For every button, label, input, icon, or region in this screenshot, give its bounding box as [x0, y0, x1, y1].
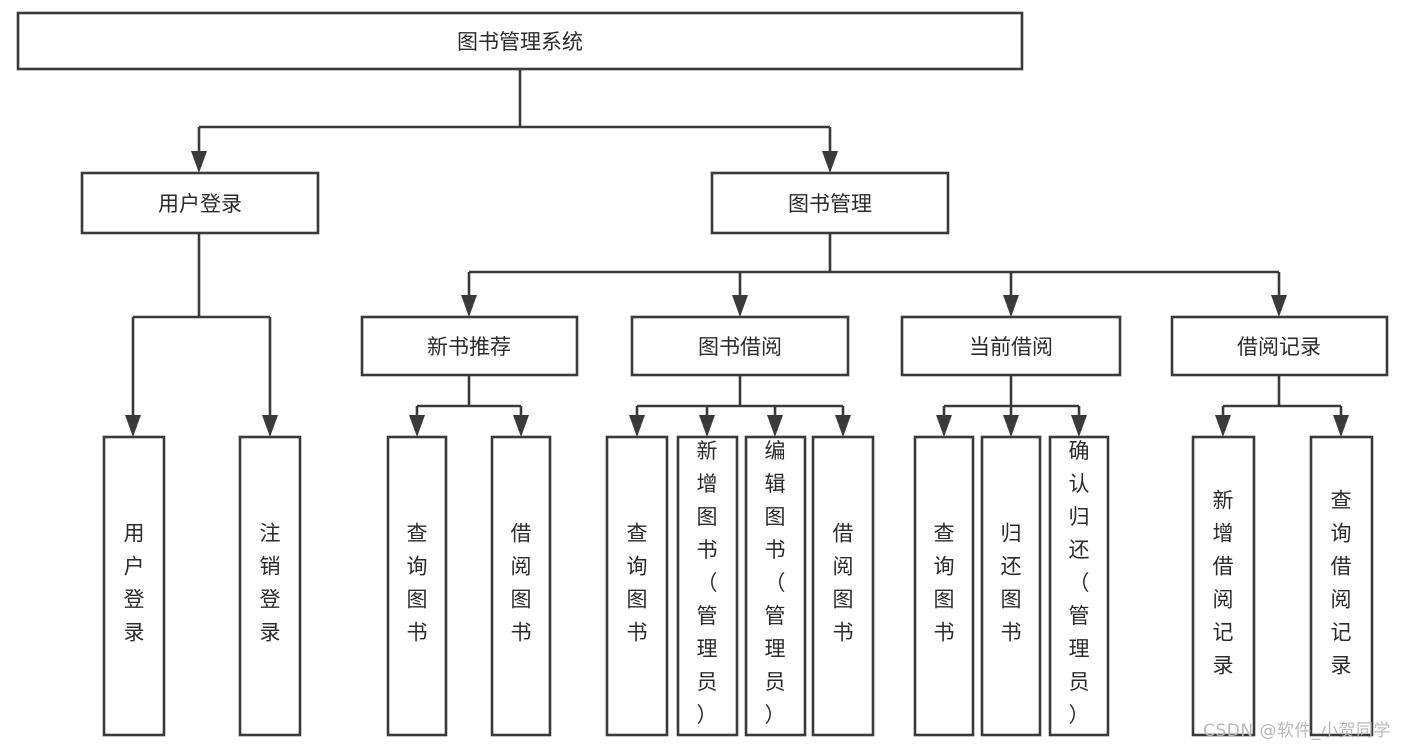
node-new-book-recommend-label: 新书推荐 — [427, 335, 511, 359]
connector-group-current-borrow — [936, 375, 1087, 437]
leaf-node-newbook-query-label: 查询图书 — [407, 522, 428, 645]
arrow-head-leaf-book-borrow-3 — [767, 415, 783, 437]
leaf-node-borrow-add[interactable]: 新增图书（管理员） — [676, 435, 739, 737]
leaf-node-user-logout-box[interactable] — [238, 435, 302, 737]
connector-group-book-borrow — [629, 375, 851, 437]
arrow-head-current-borrow — [1003, 295, 1019, 317]
node-root[interactable]: 图书管理系统 — [16, 11, 1024, 71]
node-book-management-box[interactable] — [710, 171, 950, 235]
arrow-head-borrow-record — [1271, 295, 1287, 317]
node-book-borrow[interactable]: 图书借阅 — [630, 315, 850, 377]
node-root-box[interactable] — [16, 11, 1024, 71]
node-book-borrow-label: 图书借阅 — [698, 335, 782, 359]
connector-group-root — [191, 69, 838, 173]
node-current-borrow-box[interactable] — [900, 315, 1122, 377]
leaf-node-borrow-edit-label: 编辑图书（管理员） — [765, 439, 786, 727]
leaf-node-borrow-add-label: 新增图书（管理员） — [697, 439, 718, 727]
leaf-node-current-return-box[interactable] — [980, 435, 1042, 737]
leaf-node-newbook-query[interactable]: 查询图书 — [386, 435, 448, 737]
leaf-node-current-confirm-label: 确认归还（管理员） — [1069, 439, 1090, 727]
arrow-head-user-login — [191, 151, 207, 173]
arrow-head-leaf-user-login-1 — [125, 415, 141, 437]
leaf-node-user-logout-label: 注销登录 — [260, 522, 281, 645]
leaf-node-borrow-query-box[interactable] — [605, 435, 669, 737]
arrow-head-leaf-book-borrow-2 — [699, 415, 715, 437]
arrow-head-leaf-book-borrow-4 — [835, 415, 851, 437]
leaf-node-current-query[interactable]: 查询图书 — [913, 435, 975, 737]
leaf-node-record-add-label: 新增借阅记录 — [1213, 489, 1234, 678]
leaf-node-current-return[interactable]: 归还图书 — [980, 435, 1042, 737]
node-borrow-record-box[interactable] — [1170, 315, 1389, 377]
leaf-node-record-add-box[interactable] — [1191, 435, 1256, 737]
leaf-node-current-confirm-box[interactable] — [1048, 435, 1110, 737]
node-user-login[interactable]: 用户登录 — [80, 171, 320, 235]
arrow-head-leaf-new-book-1 — [409, 415, 425, 437]
leaf-node-record-query-label: 查询借阅记录 — [1331, 489, 1352, 678]
node-root-label: 图书管理系统 — [457, 30, 583, 54]
arrow-head-leaf-current-1 — [936, 415, 952, 437]
node-book-borrow-box[interactable] — [630, 315, 850, 377]
connector-group-borrow-record — [1215, 375, 1349, 437]
arrow-head-leaf-user-login-2 — [262, 415, 278, 437]
arrow-head-leaf-new-book-2 — [513, 415, 529, 437]
leaf-node-record-query-box[interactable] — [1309, 435, 1374, 737]
node-borrow-record-label: 借阅记录 — [1237, 335, 1321, 359]
leaf-node-user-login-login-label: 用户登录 — [124, 522, 145, 645]
arrow-head-leaf-record-2 — [1333, 415, 1349, 437]
leaf-node-current-return-label: 归还图书 — [1001, 522, 1022, 645]
leaf-node-current-confirm[interactable]: 确认归还（管理员） — [1048, 435, 1110, 737]
arrow-head-new-book — [461, 295, 477, 317]
leaf-node-borrow-lend[interactable]: 借阅图书 — [811, 435, 875, 737]
leaf-node-current-query-box[interactable] — [913, 435, 975, 737]
node-new-book-recommend[interactable]: 新书推荐 — [360, 315, 579, 377]
leaf-node-newbook-borrow-box[interactable] — [490, 435, 552, 737]
connector-group-user-login — [125, 233, 278, 437]
arrow-head-leaf-current-3 — [1071, 415, 1087, 437]
leaf-node-user-login-login[interactable]: 用户登录 — [102, 435, 166, 737]
node-user-login-label: 用户登录 — [158, 192, 242, 216]
connector-group-book-mgmt — [461, 233, 1287, 317]
leaf-node-borrow-lend-label: 借阅图书 — [833, 522, 854, 645]
leaf-node-borrow-add-box[interactable] — [676, 435, 739, 737]
leaf-node-record-query[interactable]: 查询借阅记录 — [1309, 435, 1374, 737]
leaf-node-borrow-query-label: 查询图书 — [627, 522, 648, 645]
node-new-book-recommend-box[interactable] — [360, 315, 579, 377]
csdn-watermark: CSDN @软件_小贺同学 — [1203, 721, 1391, 741]
node-book-management-label: 图书管理 — [788, 192, 872, 216]
node-current-borrow-label: 当前借阅 — [969, 335, 1053, 359]
arrow-head-leaf-current-2 — [1003, 415, 1019, 437]
leaf-node-newbook-borrow[interactable]: 借阅图书 — [490, 435, 552, 737]
leaf-node-user-logout[interactable]: 注销登录 — [238, 435, 302, 737]
node-book-management[interactable]: 图书管理 — [710, 171, 950, 235]
arrow-head-book-mgmt — [822, 151, 838, 173]
arrow-head-book-borrow — [732, 295, 748, 317]
arrow-head-leaf-book-borrow-1 — [629, 415, 645, 437]
arrow-head-leaf-record-1 — [1215, 415, 1231, 437]
node-user-login-box[interactable] — [80, 171, 320, 235]
leaf-node-record-add[interactable]: 新增借阅记录 — [1191, 435, 1256, 737]
leaf-node-borrow-edit-box[interactable] — [744, 435, 807, 737]
leaf-node-borrow-lend-box[interactable] — [811, 435, 875, 737]
leaf-node-newbook-query-box[interactable] — [386, 435, 448, 737]
connector-group-new-book — [409, 375, 529, 437]
node-borrow-record[interactable]: 借阅记录 — [1170, 315, 1389, 377]
leaf-node-borrow-query[interactable]: 查询图书 — [605, 435, 669, 737]
leaf-node-current-query-label: 查询图书 — [934, 522, 955, 645]
leaf-node-user-login-login-box[interactable] — [102, 435, 166, 737]
leaf-node-newbook-borrow-label: 借阅图书 — [511, 522, 532, 645]
leaf-node-borrow-edit[interactable]: 编辑图书（管理员） — [744, 435, 807, 737]
node-current-borrow[interactable]: 当前借阅 — [900, 315, 1122, 377]
